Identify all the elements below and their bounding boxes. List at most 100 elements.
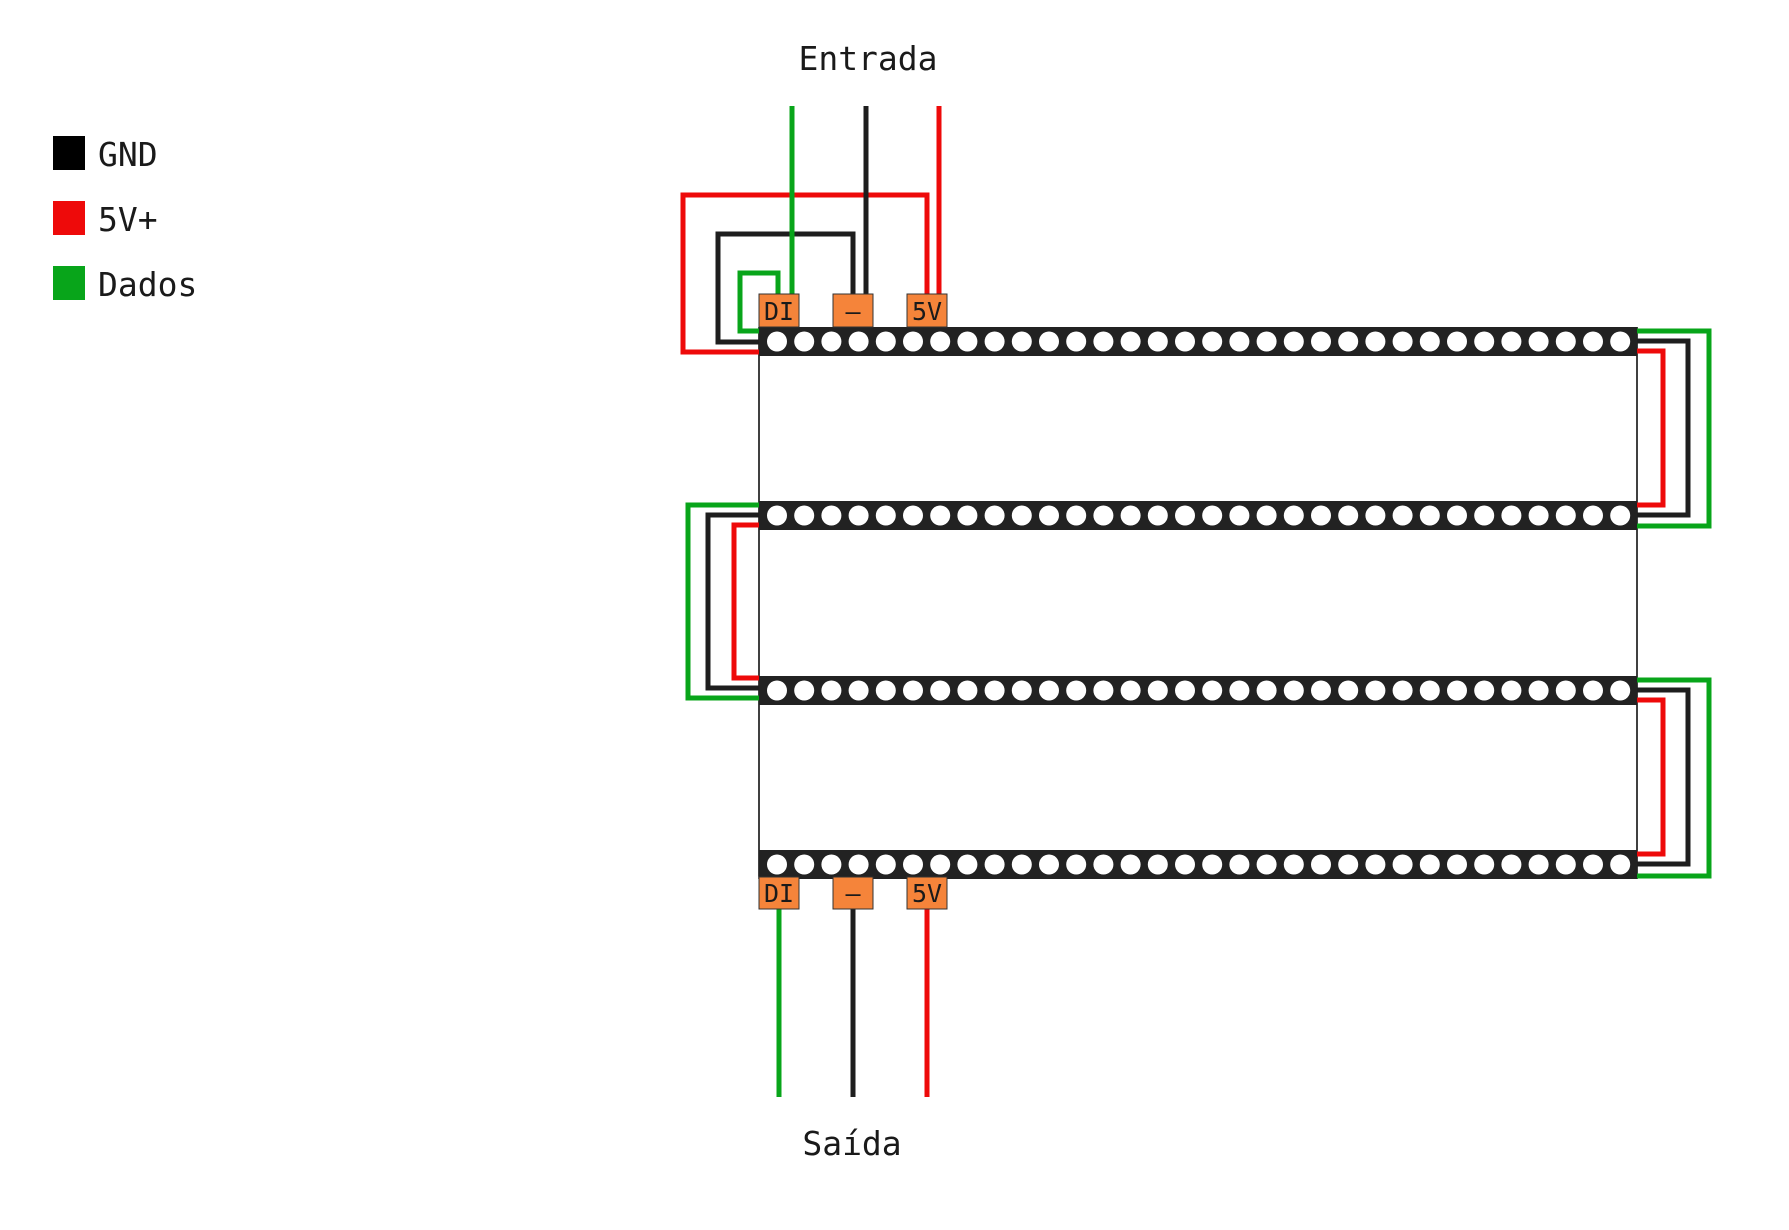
led	[903, 854, 923, 875]
led	[1555, 680, 1576, 701]
led	[903, 680, 923, 701]
led	[1256, 331, 1277, 352]
led	[1528, 680, 1549, 701]
led	[848, 680, 869, 701]
led	[1474, 505, 1495, 526]
input-pin-gnd	[832, 293, 874, 328]
led	[1147, 854, 1168, 875]
led	[794, 505, 815, 526]
led	[767, 331, 787, 352]
led	[1447, 505, 1467, 526]
led	[1610, 854, 1631, 875]
led	[1447, 680, 1467, 701]
right-connector-1	[1637, 328, 1712, 529]
led	[1474, 331, 1495, 352]
output-pin-gnd	[832, 876, 874, 910]
led	[1120, 680, 1141, 701]
led	[1202, 505, 1223, 526]
led	[767, 505, 787, 526]
led	[1501, 331, 1522, 352]
led	[1011, 854, 1032, 875]
led	[1311, 680, 1331, 701]
legend: GND 5V+ Dados	[53, 135, 197, 304]
led	[957, 331, 978, 352]
led	[1256, 854, 1277, 875]
vcc-jumper	[731, 522, 759, 681]
led	[930, 505, 951, 526]
led	[1202, 680, 1223, 701]
input-wires	[680, 106, 942, 355]
led	[821, 505, 842, 526]
led	[1447, 854, 1467, 875]
led	[1093, 680, 1114, 701]
led	[1229, 331, 1250, 352]
vcc-loop-wire	[680, 192, 930, 355]
led	[1256, 505, 1277, 526]
legend-label-data: Dados	[98, 265, 197, 304]
led	[1311, 505, 1331, 526]
led	[930, 854, 951, 875]
led	[1392, 331, 1413, 352]
led	[1555, 505, 1576, 526]
input-pin-5v	[906, 293, 948, 328]
led	[1555, 854, 1576, 875]
led	[957, 505, 978, 526]
led	[1175, 331, 1195, 352]
led	[821, 680, 842, 701]
legend-swatch-gnd	[53, 136, 85, 170]
legend-swatch-5v	[53, 201, 85, 235]
input-pin-di	[758, 293, 800, 328]
led	[1610, 680, 1631, 701]
input-pin-5v-label: 5V	[912, 297, 942, 326]
led	[1066, 854, 1087, 875]
output-wires	[776, 909, 930, 1097]
output-pin-5v-label: 5V	[912, 879, 942, 908]
led	[821, 854, 842, 875]
led	[875, 505, 896, 526]
led	[1365, 505, 1386, 526]
led	[1229, 680, 1250, 701]
legend-swatch-data	[53, 266, 85, 300]
led	[1039, 331, 1059, 352]
led	[1583, 505, 1603, 526]
led	[1365, 331, 1386, 352]
led	[1120, 505, 1141, 526]
led	[1011, 505, 1032, 526]
led	[903, 505, 923, 526]
led	[1311, 331, 1331, 352]
led	[1066, 331, 1087, 352]
input-pin-gnd-label: –	[845, 297, 861, 326]
data-jumper	[685, 502, 759, 701]
gnd-jumper	[1637, 338, 1691, 518]
legend-label-gnd: GND	[98, 135, 158, 174]
led	[1419, 680, 1440, 701]
output-pins: DI – 5V	[758, 876, 948, 910]
led	[1229, 505, 1250, 526]
data-jumper	[1637, 328, 1712, 529]
input-pins: DI – 5V	[758, 293, 948, 328]
led	[1392, 854, 1413, 875]
led	[1283, 505, 1304, 526]
led	[875, 854, 896, 875]
led	[1365, 854, 1386, 875]
led	[875, 680, 896, 701]
led	[1147, 680, 1168, 701]
led-strip-1	[759, 327, 1637, 356]
led	[957, 854, 978, 875]
led	[1011, 680, 1032, 701]
led	[1392, 680, 1413, 701]
led	[1039, 680, 1059, 701]
led	[1256, 680, 1277, 701]
vcc-jumper	[1637, 697, 1666, 857]
led	[1229, 854, 1250, 875]
led	[1447, 331, 1467, 352]
led	[1093, 854, 1114, 875]
led	[1419, 854, 1440, 875]
led	[1583, 680, 1603, 701]
led	[1311, 854, 1331, 875]
led	[1120, 854, 1141, 875]
led	[875, 331, 896, 352]
led	[1501, 680, 1522, 701]
led	[1147, 505, 1168, 526]
